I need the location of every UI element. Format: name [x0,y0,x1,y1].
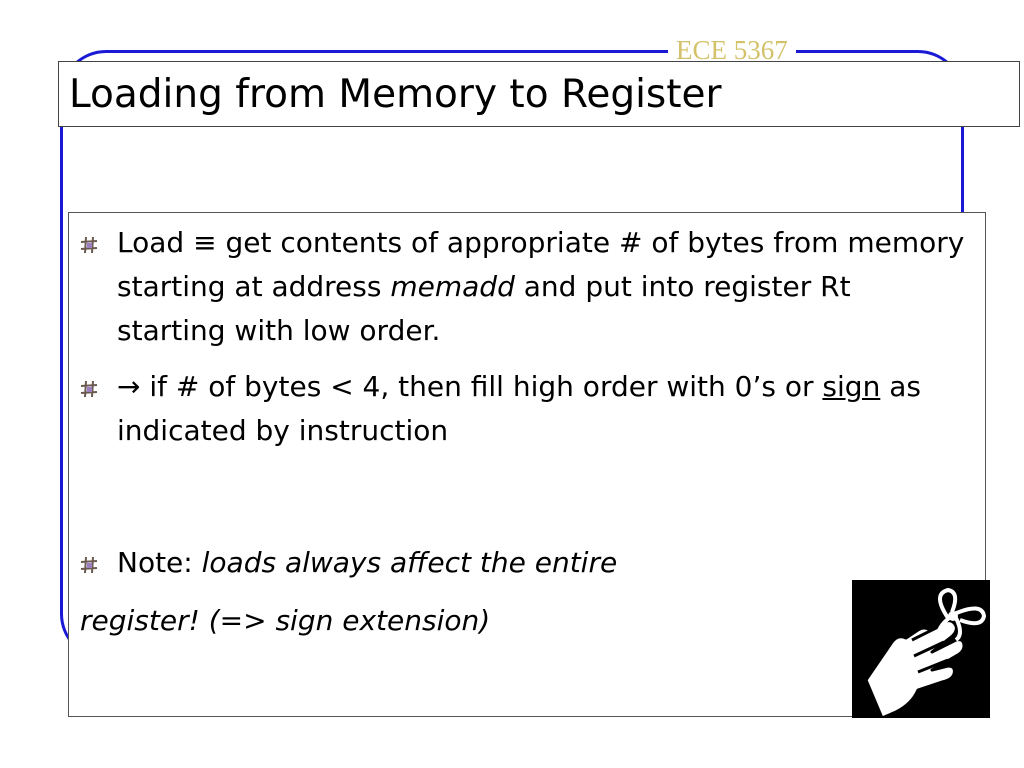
note-emphasis: loads always affect the entire [201,546,618,579]
note-continuation: register! (=> sign extension) [80,604,491,637]
pound-bullet-icon [80,236,98,254]
finger-string-reminder-icon [852,580,990,718]
slide-title: Loading from Memory to Register [69,72,722,117]
pound-bullet-icon [80,556,98,574]
arrow-symbol: → [117,370,141,403]
sign-term: sign [822,370,881,403]
pound-bullet-icon [80,380,98,398]
content-box: Load ≡ get contents of appropriate # of … [68,212,986,717]
bullet-text-fill: → if # of bytes < 4, then fill high orde… [117,370,921,447]
equivalence-symbol: ≡ [193,226,217,259]
memadd-term: memadd [390,270,515,303]
bullet-text-note: Note: loads always affect the entire [117,546,618,579]
bullet-text-load: Load ≡ get contents of appropriate # of … [117,226,965,347]
title-box: Loading from Memory to Register [58,61,1020,127]
